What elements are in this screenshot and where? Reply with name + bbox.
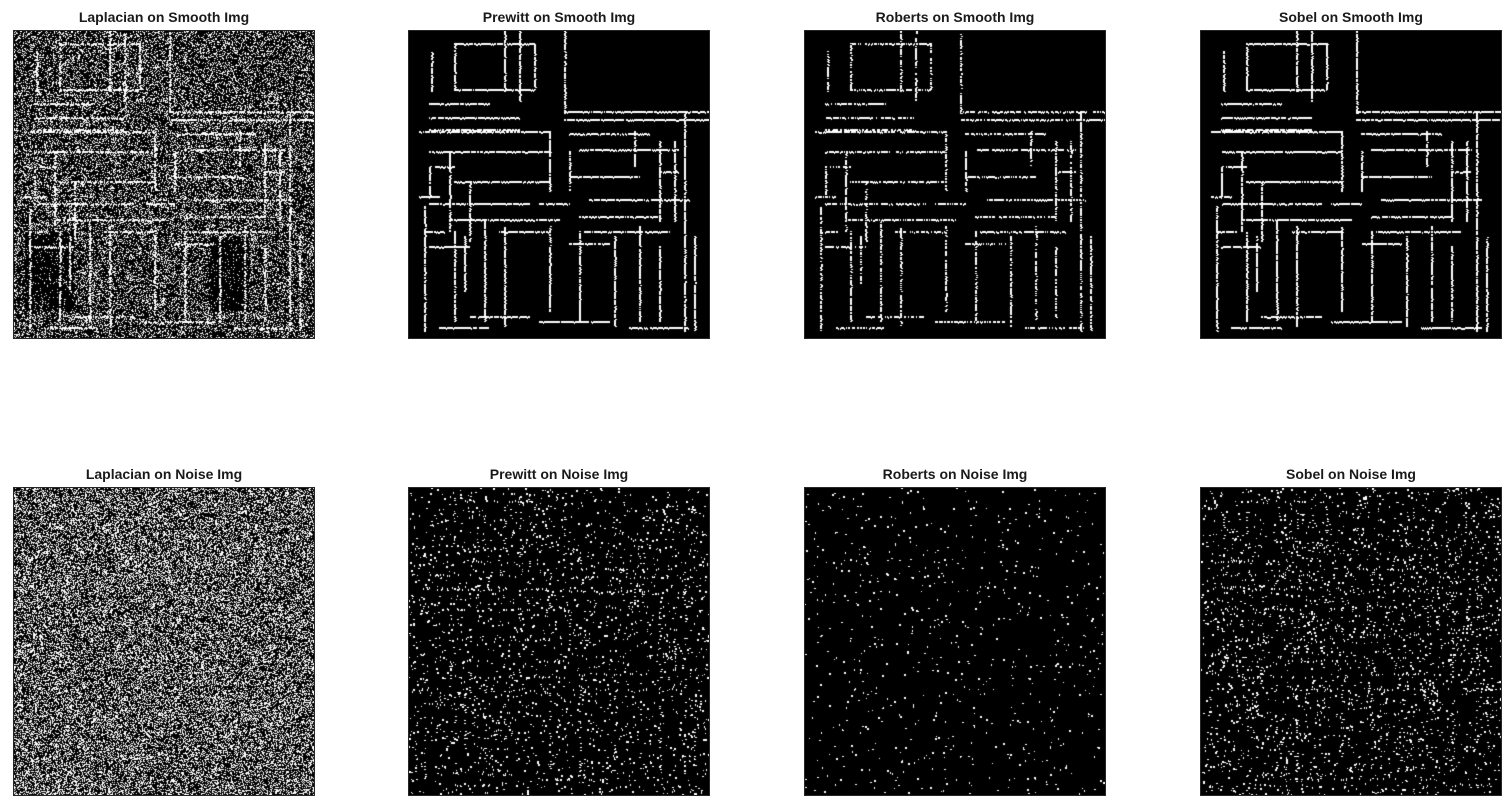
panel-title: Prewitt on Smooth Img (482, 9, 636, 25)
edge-image (14, 488, 314, 795)
edge-image (409, 31, 709, 338)
edge-image (1201, 31, 1501, 338)
edge-image (805, 488, 1105, 795)
image-axes (13, 30, 315, 339)
panel-title: Roberts on Noise Img (882, 466, 1028, 482)
image-axes (804, 30, 1106, 339)
edge-image (14, 31, 314, 338)
panel-title: Laplacian on Noise Img (85, 466, 243, 482)
panel-title: Prewitt on Noise Img (489, 466, 629, 482)
edge-image (1201, 488, 1501, 795)
edge-image (805, 31, 1105, 338)
image-axes (408, 487, 710, 796)
edge-image (409, 488, 709, 795)
panel-title: Laplacian on Smooth Img (78, 9, 250, 25)
image-axes (13, 487, 315, 796)
panel-title: Sobel on Noise Img (1286, 466, 1416, 482)
image-axes (1200, 487, 1502, 796)
image-axes (804, 487, 1106, 796)
panel-title: Sobel on Smooth Img (1279, 9, 1423, 25)
image-axes (1200, 30, 1502, 339)
image-axes (408, 30, 710, 339)
panel-title: Roberts on Smooth Img (875, 9, 1035, 25)
